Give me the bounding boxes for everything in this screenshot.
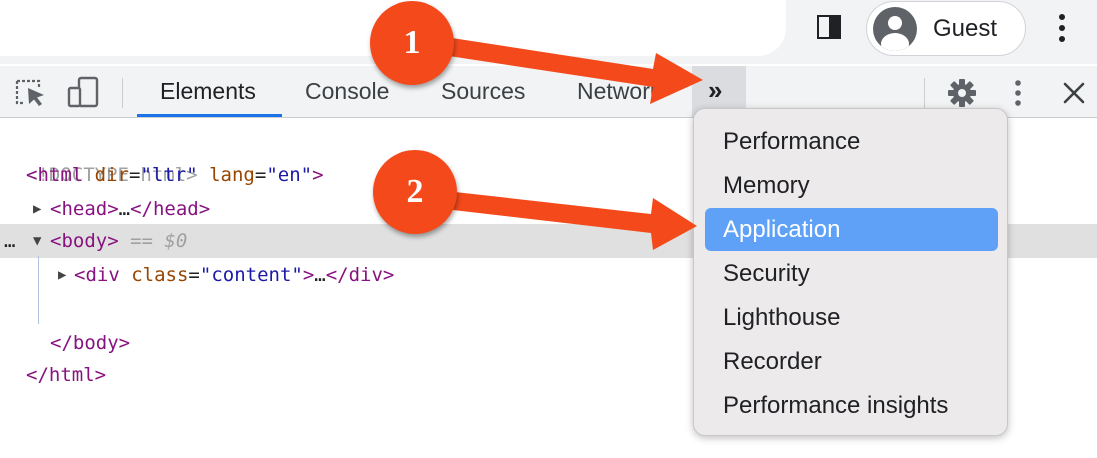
tree-guide-line: [38, 256, 39, 324]
more-tabs-menu: Performance Memory Application Security …: [693, 108, 1008, 436]
chevron-double-right-icon: »: [708, 75, 723, 105]
device-mode-icon: [67, 76, 99, 108]
device-toolbar-button[interactable]: [66, 76, 102, 110]
collapse-triangle-icon[interactable]: ▼: [33, 233, 42, 249]
menu-item-application[interactable]: Application: [705, 208, 998, 251]
body-close-node[interactable]: </body>: [50, 332, 131, 354]
html-node[interactable]: <html dir="ltr" lang="en">: [26, 164, 324, 186]
profile-button[interactable]: Guest: [866, 1, 1026, 56]
tab-console[interactable]: Console: [305, 78, 390, 104]
inspect-icon: [15, 79, 44, 106]
close-icon: [1063, 82, 1085, 104]
inspect-element-button[interactable]: [14, 78, 48, 108]
html-close-node[interactable]: </html>: [26, 364, 107, 386]
menu-item-memory[interactable]: Memory: [723, 172, 810, 199]
kebab-icon: [1059, 14, 1065, 20]
annotation-badge-1: 1: [370, 1, 454, 85]
menu-item-performance[interactable]: Performance: [723, 128, 861, 155]
expand-triangle-icon[interactable]: ▶: [33, 201, 42, 217]
menu-item-lighthouse[interactable]: Lighthouse: [723, 304, 841, 331]
settings-button[interactable]: [946, 78, 978, 108]
arrow-1: [449, 38, 703, 104]
menu-item-security[interactable]: Security: [723, 260, 810, 287]
side-panel-button[interactable]: [812, 10, 848, 46]
browser-menu-button[interactable]: [1052, 12, 1072, 44]
node-actions-icon[interactable]: …: [4, 230, 16, 252]
active-tab-indicator: [137, 114, 282, 117]
arrow-2: [453, 192, 697, 250]
gear-icon: [948, 79, 976, 107]
kebab-icon: [1015, 80, 1021, 106]
menu-item-performance-insights[interactable]: Performance insights: [723, 392, 949, 419]
profile-name: Guest: [933, 15, 998, 42]
avatar-icon: [873, 7, 917, 51]
tab-sources[interactable]: Sources: [441, 78, 526, 104]
doctype-node[interactable]: <!DOCTYPE html>: [26, 164, 198, 186]
expand-triangle-icon[interactable]: ▶: [58, 267, 67, 283]
close-devtools-button[interactable]: [1061, 80, 1087, 106]
tab-elements[interactable]: Elements: [160, 78, 256, 104]
menu-item-recorder[interactable]: Recorder: [723, 348, 822, 375]
annotation-badge-2: 2: [373, 150, 457, 234]
head-node[interactable]: ▶<head>…</head>: [0, 192, 1097, 226]
div-node[interactable]: ▶<div class="content">…</div>: [0, 258, 1097, 292]
customize-devtools-button[interactable]: [1008, 79, 1028, 107]
